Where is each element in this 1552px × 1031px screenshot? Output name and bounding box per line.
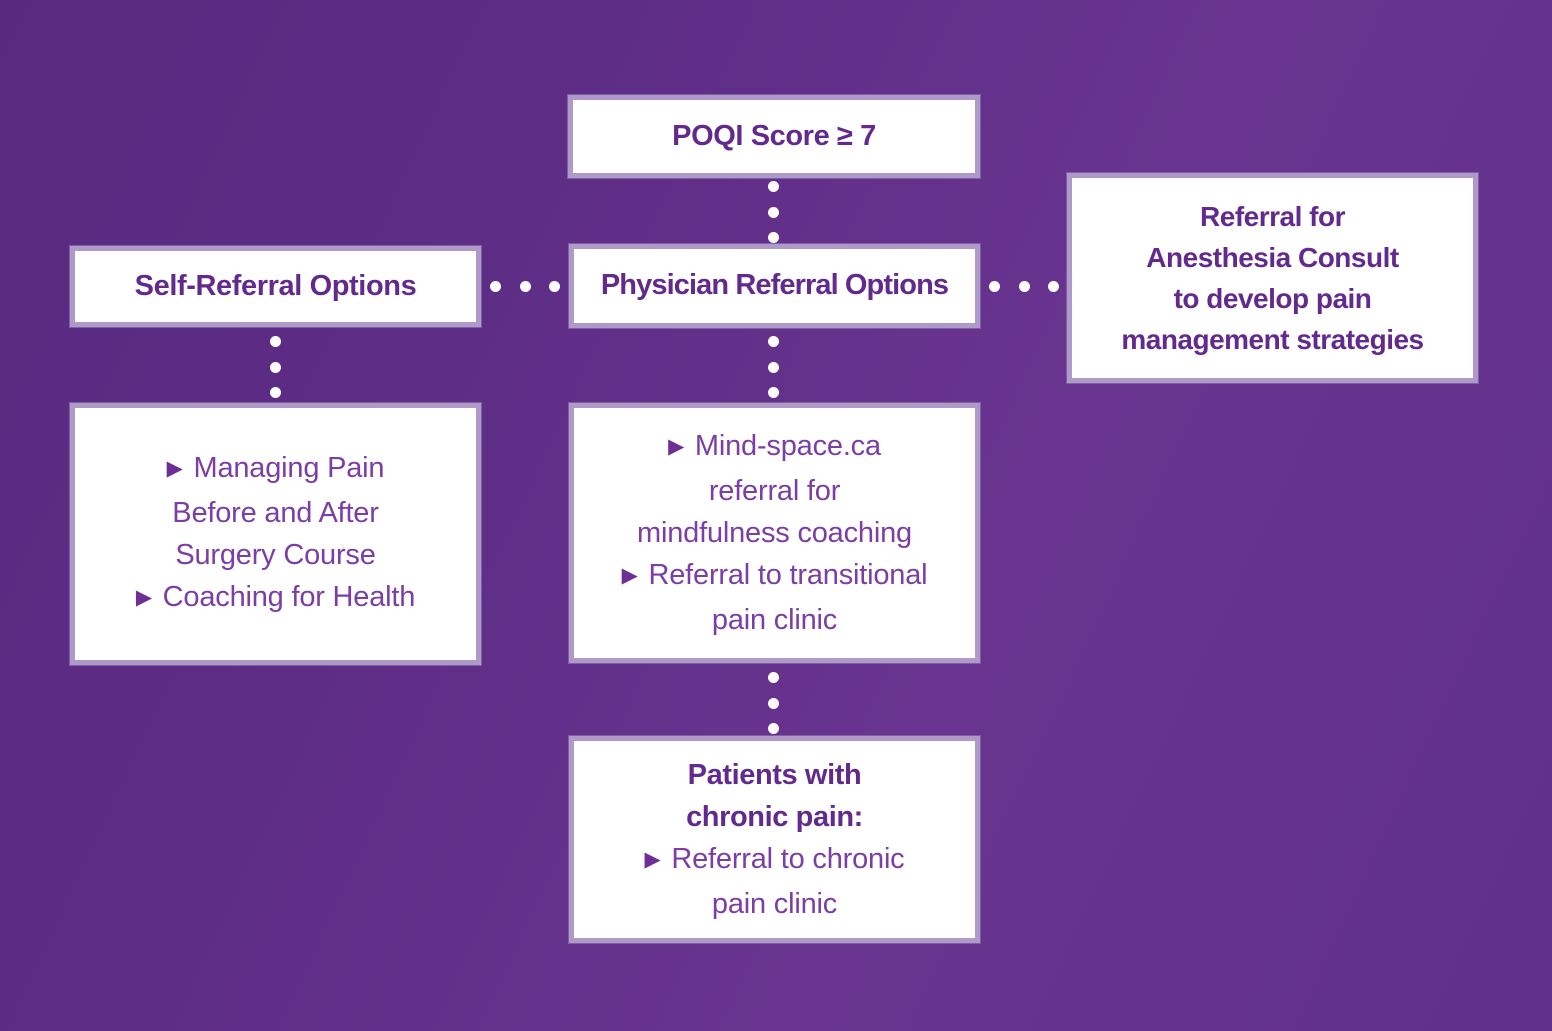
- dot: [768, 361, 779, 373]
- self-referral-options-title: Self-Referral Options: [134, 269, 417, 302]
- chronic-pain-heading: Patients with: [687, 759, 862, 791]
- anesthesia-line: management strategies: [1121, 324, 1424, 355]
- list-item: ▶ Coaching for Health: [135, 576, 416, 621]
- dot: [768, 336, 779, 347]
- list-item-text: pain clinic: [711, 888, 838, 920]
- list-item-text: mindfulness coaching: [637, 517, 912, 549]
- dot: [519, 281, 531, 292]
- connector-physician-to-list: [768, 336, 779, 398]
- physician-referral-options-box: Physician Referral Options: [569, 244, 980, 328]
- anesthesia-consult-box: Referral for Anesthesia Consult to devel…: [1067, 173, 1478, 383]
- dot: [768, 181, 779, 192]
- list-item: pain clinic: [712, 599, 837, 641]
- list-item: referral for: [708, 470, 841, 512]
- self-referral-list-box: ▶ Managing Pain Before and After Surgery …: [70, 403, 481, 665]
- connector-self-to-list: [270, 336, 281, 398]
- connector-physician-to-anesthesia: [989, 281, 1059, 292]
- list-item-text: Mind-space.ca: [694, 430, 881, 462]
- list-item: mindfulness coaching: [637, 512, 912, 554]
- dot: [549, 281, 560, 292]
- list-item: Before and After: [172, 492, 379, 534]
- list-item: Surgery Course: [175, 534, 375, 576]
- connector-poqi-to-physician: [768, 181, 779, 243]
- list-item-text: Referral to transitional: [648, 559, 928, 591]
- triangle-bullet-icon: ▶: [166, 457, 183, 480]
- list-item-text: Managing Pain: [193, 452, 385, 484]
- dot: [989, 281, 1000, 292]
- list-item: ▶ Mind-space.ca: [668, 425, 881, 470]
- dot: [270, 336, 281, 347]
- dot: [768, 232, 779, 243]
- self-referral-options-box: Self-Referral Options: [70, 246, 481, 327]
- list-item-text: Referral to chronic: [671, 843, 905, 875]
- list-item-text: pain clinic: [711, 604, 838, 636]
- connector-list-to-chronic: [768, 672, 779, 734]
- list-item: pain clinic: [712, 883, 837, 925]
- triangle-bullet-icon: ▶: [668, 435, 684, 458]
- list-item: ▶ Referral to chronic: [645, 838, 905, 883]
- list-item: ▶ Managing Pain: [167, 447, 385, 492]
- dot: [768, 387, 779, 398]
- list-item-text: Coaching for Health: [162, 581, 416, 613]
- dot: [768, 672, 779, 683]
- poqi-score-title: POQI Score ≥ 7: [672, 119, 876, 152]
- physician-referral-list-box: ▶ Mind-space.ca referral for mindfulness …: [569, 403, 980, 663]
- chronic-pain-heading: chronic pain:: [686, 801, 863, 833]
- anesthesia-line: Anesthesia Consult: [1146, 242, 1399, 273]
- dot: [270, 361, 281, 373]
- dot: [270, 387, 281, 398]
- list-item-text: Surgery Course: [175, 539, 376, 571]
- dot: [768, 206, 779, 218]
- dot: [1048, 281, 1059, 292]
- list-item-text: referral for: [708, 475, 841, 507]
- connector-self-to-physician: [490, 281, 560, 292]
- physician-referral-options-title: Physician Referral Options: [600, 269, 949, 302]
- poqi-score-box: POQI Score ≥ 7: [568, 95, 980, 178]
- triangle-bullet-icon: ▶: [644, 848, 661, 871]
- dot: [768, 723, 779, 734]
- triangle-bullet-icon: ▶: [135, 586, 152, 609]
- dot: [1018, 281, 1030, 292]
- anesthesia-line: Referral for: [1200, 201, 1345, 232]
- chronic-pain-box: Patients with chronic pain: ▶ Referral to…: [569, 736, 980, 943]
- list-item-text: Before and After: [172, 497, 379, 529]
- dot: [490, 281, 501, 292]
- anesthesia-line: to develop pain: [1173, 283, 1372, 314]
- list-item: ▶ Referral to transitional: [622, 554, 928, 599]
- dot: [768, 697, 779, 709]
- triangle-bullet-icon: ▶: [621, 564, 638, 587]
